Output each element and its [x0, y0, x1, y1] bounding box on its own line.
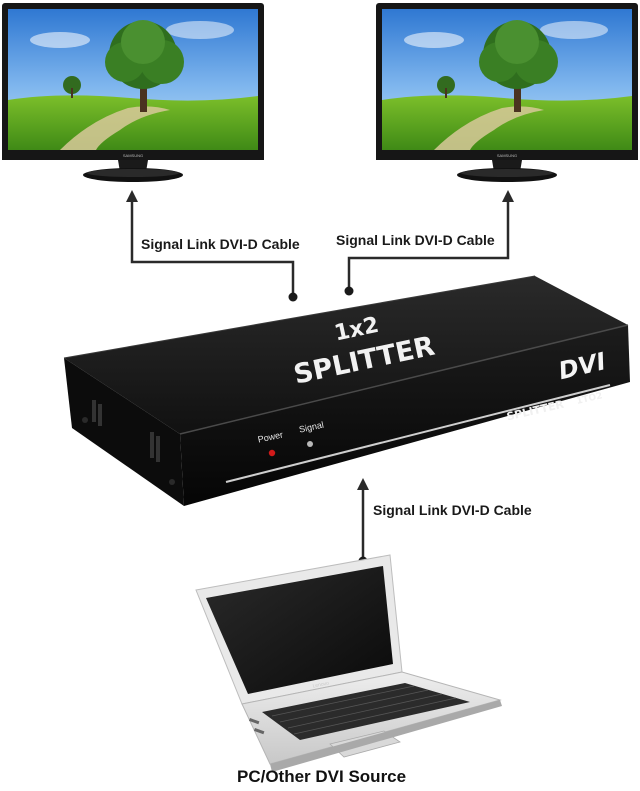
signal-led: [307, 441, 313, 447]
dot-left: [288, 292, 298, 302]
right-cable-label: Signal Link DVI-D Cable: [336, 232, 495, 248]
dvi-splitter-device: [63, 275, 630, 506]
source-caption: PC/Other DVI Source: [237, 767, 407, 786]
bottom-cable-label: Signal Link DVI-D Cable: [373, 502, 532, 518]
right-monitor: SAMSUNG: [376, 3, 638, 182]
right-monitor-logo: SAMSUNG: [497, 153, 517, 158]
arrow-up-left-icon: [126, 190, 138, 202]
laptop-brand: Lenovo: [312, 680, 329, 689]
laptop: [195, 554, 502, 772]
connector-left: [130, 200, 295, 297]
dot-right: [344, 286, 354, 296]
left-monitor: SAMSUNG: [2, 3, 264, 182]
left-cable-label: Signal Link DVI-D Cable: [141, 236, 300, 252]
left-monitor-logo: SAMSUNG: [123, 153, 143, 158]
arrow-up-bottom-icon: [357, 478, 369, 490]
connector-right: [347, 200, 510, 291]
arrow-up-right-icon: [502, 190, 514, 202]
power-led: [268, 449, 276, 457]
